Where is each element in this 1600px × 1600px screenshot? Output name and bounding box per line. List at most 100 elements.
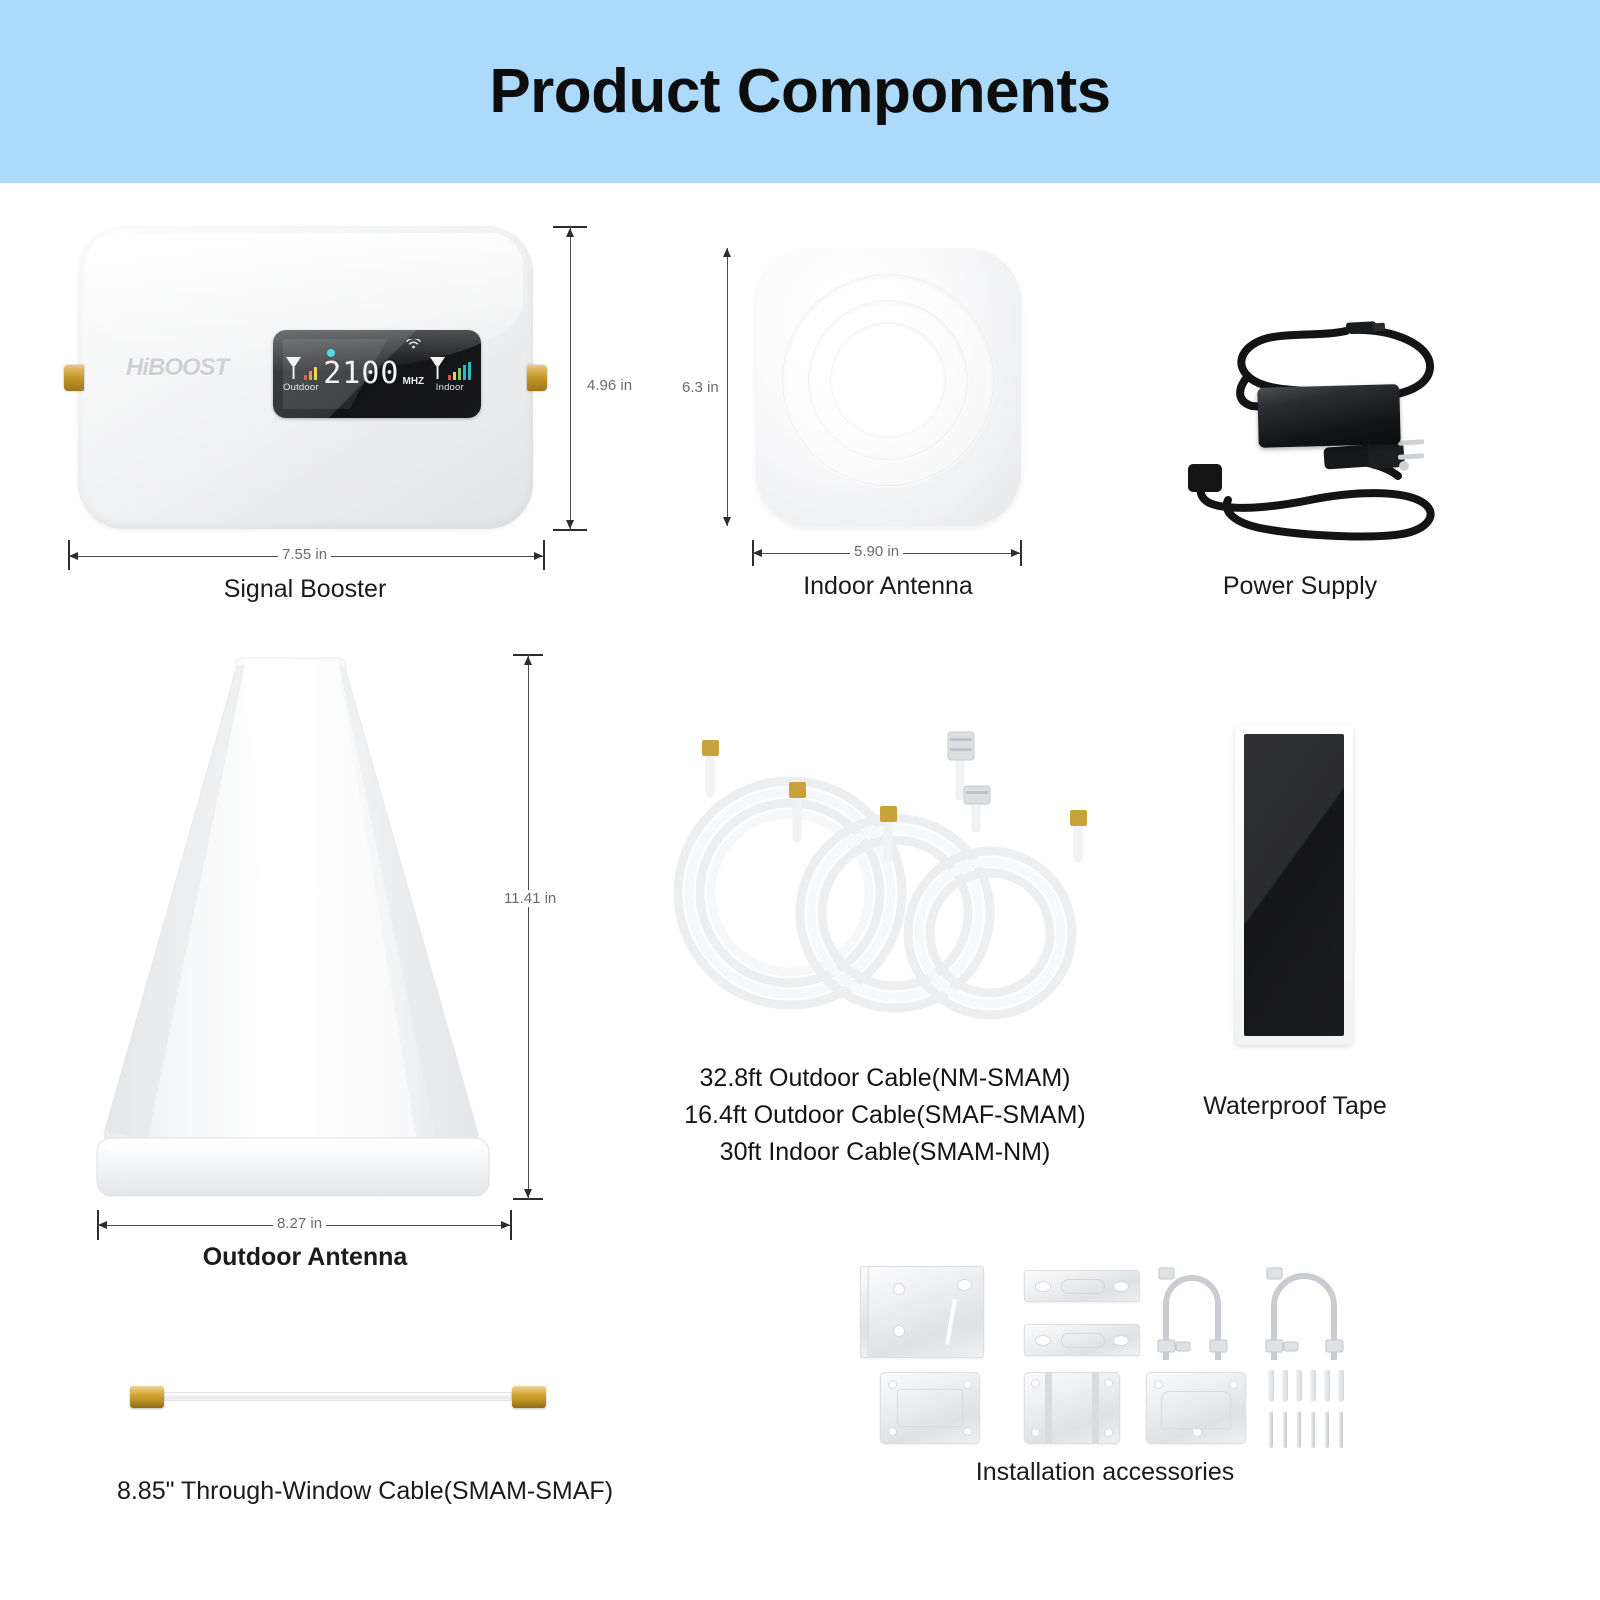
outdoor-width-label: 8.27 in	[273, 1215, 327, 1232]
strap-hole	[1113, 1335, 1129, 1346]
booster-width-tick-left	[68, 540, 70, 570]
outdoor-height-label: 11.41 in	[500, 890, 561, 907]
cable-labels-group: 32.8ft Outdoor Cable(NM-SMAM) 16.4ft Out…	[650, 1060, 1120, 1171]
strap-channel	[1061, 1279, 1105, 1294]
plate-hole	[1229, 1380, 1238, 1389]
indoor-antenna-caption: Indoor Antenna	[803, 572, 973, 600]
lcd-frequency-unit: MHZ	[402, 376, 425, 387]
plate-hole	[1104, 1379, 1113, 1388]
bracket-slot	[957, 1279, 972, 1291]
booster-height-tick-bottom	[553, 529, 587, 531]
wall-anchor-icon	[1282, 1370, 1288, 1402]
lcd-indoor-signal-bars	[447, 362, 471, 380]
waterproof-tape-item	[1235, 725, 1353, 1045]
page-title: Product Components	[489, 57, 1111, 126]
power-supply-device	[1140, 300, 1460, 550]
plate-hole	[963, 1380, 972, 1389]
u-bolt-icon	[1157, 1267, 1228, 1360]
outdoor-height-arrow-up	[524, 656, 532, 665]
outdoor-width-tick-right	[510, 1210, 512, 1240]
strap-channel	[1061, 1333, 1105, 1348]
lcd-indoor-label: Indoor	[435, 382, 464, 393]
plate-hole	[1192, 1427, 1202, 1437]
hiboost-brand-logo: HiBOOST	[126, 354, 229, 381]
outdoor-antenna-device	[85, 648, 505, 1218]
through-window-cable-item	[128, 1382, 548, 1412]
wall-anchor-icon	[1296, 1370, 1302, 1402]
power-supply-brick	[1257, 384, 1401, 448]
through-window-cable-body	[162, 1392, 512, 1401]
sma-port-right-icon	[527, 365, 547, 391]
wall-anchor-icon	[1310, 1370, 1316, 1402]
indoor-width-label: 5.90 in	[850, 543, 904, 560]
cable-label-line-1: 32.8ft Outdoor Cable(NM-SMAM)	[699, 1064, 1071, 1092]
booster-height-arrow-down	[566, 520, 574, 529]
strap-hole	[1035, 1335, 1051, 1346]
n-type-connector-icons	[947, 731, 991, 805]
indoor-antenna-device	[756, 248, 1021, 526]
indoor-width-arrow-left	[753, 549, 762, 557]
installation-accessories-group	[852, 1262, 1352, 1448]
booster-width-tick-right	[543, 540, 545, 570]
lcd-frequency-value: 2100	[323, 356, 400, 391]
cable-coils-icon	[673, 731, 1087, 1020]
installation-accessories-caption: Installation accessories	[975, 1458, 1235, 1486]
wall-anchor-icon	[1338, 1370, 1344, 1402]
waterproof-tape-surface	[1244, 734, 1344, 1036]
booster-height-arrow-up	[566, 228, 574, 237]
plate-hole	[888, 1380, 897, 1389]
wall-anchor-icon	[1268, 1370, 1274, 1402]
power-supply-caption: Power Supply	[1222, 572, 1378, 600]
plate-rib	[1092, 1373, 1099, 1443]
wall-anchor-icon	[1324, 1370, 1330, 1402]
mounting-strap	[1024, 1270, 1140, 1302]
bracket-rib	[945, 1299, 957, 1345]
plate-inset	[1161, 1391, 1231, 1429]
sma-connector-icons	[702, 740, 1087, 826]
booster-width-arrow-left	[69, 552, 78, 560]
through-window-cable-caption: 8.85" Through-Window Cable(SMAM-SMAF)	[116, 1477, 614, 1505]
indoor-height-arrow-up	[723, 248, 731, 257]
screw-icon	[1283, 1412, 1287, 1448]
plate-hole	[1104, 1428, 1113, 1437]
lcd-frequency-readout: 2100 MHZ	[323, 349, 425, 391]
booster-lcd-screen: Outdoor 2100 MHZ	[273, 330, 481, 418]
mounting-plate	[880, 1372, 980, 1444]
screw-icon	[1311, 1412, 1315, 1448]
plate-rib	[1045, 1373, 1052, 1443]
outdoor-height-dim-line	[528, 654, 529, 1199]
sma-port-left-icon	[64, 365, 84, 391]
bracket-hole	[893, 1325, 905, 1337]
outdoor-width-arrow-left	[98, 1221, 107, 1229]
booster-height-label: 4.96 in	[583, 377, 637, 394]
plate-hole	[1031, 1428, 1040, 1437]
screw-icon	[1339, 1412, 1343, 1448]
pole-mount-plate	[1146, 1372, 1246, 1444]
plate-hole	[963, 1427, 972, 1436]
screw-icon	[1269, 1412, 1273, 1448]
plate-hole	[888, 1427, 897, 1436]
indoor-width-tick-right	[1020, 540, 1022, 566]
indoor-height-label: 6.3 in	[678, 379, 723, 396]
indoor-height-arrow-down	[723, 517, 731, 526]
wall-mount-bracket	[868, 1266, 984, 1358]
outdoor-antenna-icon	[285, 357, 301, 379]
twc-connector-left-icon	[130, 1386, 164, 1408]
indoor-height-dim-line	[727, 248, 728, 526]
antenna-ring-middle	[808, 300, 968, 460]
clamp-plate	[1024, 1372, 1120, 1444]
outdoor-antenna-shape-icon	[96, 657, 490, 1197]
antenna-ring-inner	[830, 322, 946, 438]
waterproof-tape-caption: Waterproof Tape	[1203, 1092, 1387, 1120]
strap-hole	[1035, 1281, 1051, 1292]
indoor-antenna-icon	[429, 357, 445, 379]
lcd-indoor-group: Indoor	[429, 355, 471, 393]
lcd-outdoor-signal-bars	[303, 362, 318, 380]
booster-height-dim-line	[570, 226, 571, 529]
outdoor-width-arrow-right	[501, 1221, 510, 1229]
bracket-hole	[893, 1283, 905, 1295]
plate-hole	[1031, 1379, 1040, 1388]
outdoor-height-arrow-down	[524, 1189, 532, 1198]
booster-width-arrow-right	[534, 552, 543, 560]
booster-width-label: 7.55 in	[278, 546, 332, 563]
